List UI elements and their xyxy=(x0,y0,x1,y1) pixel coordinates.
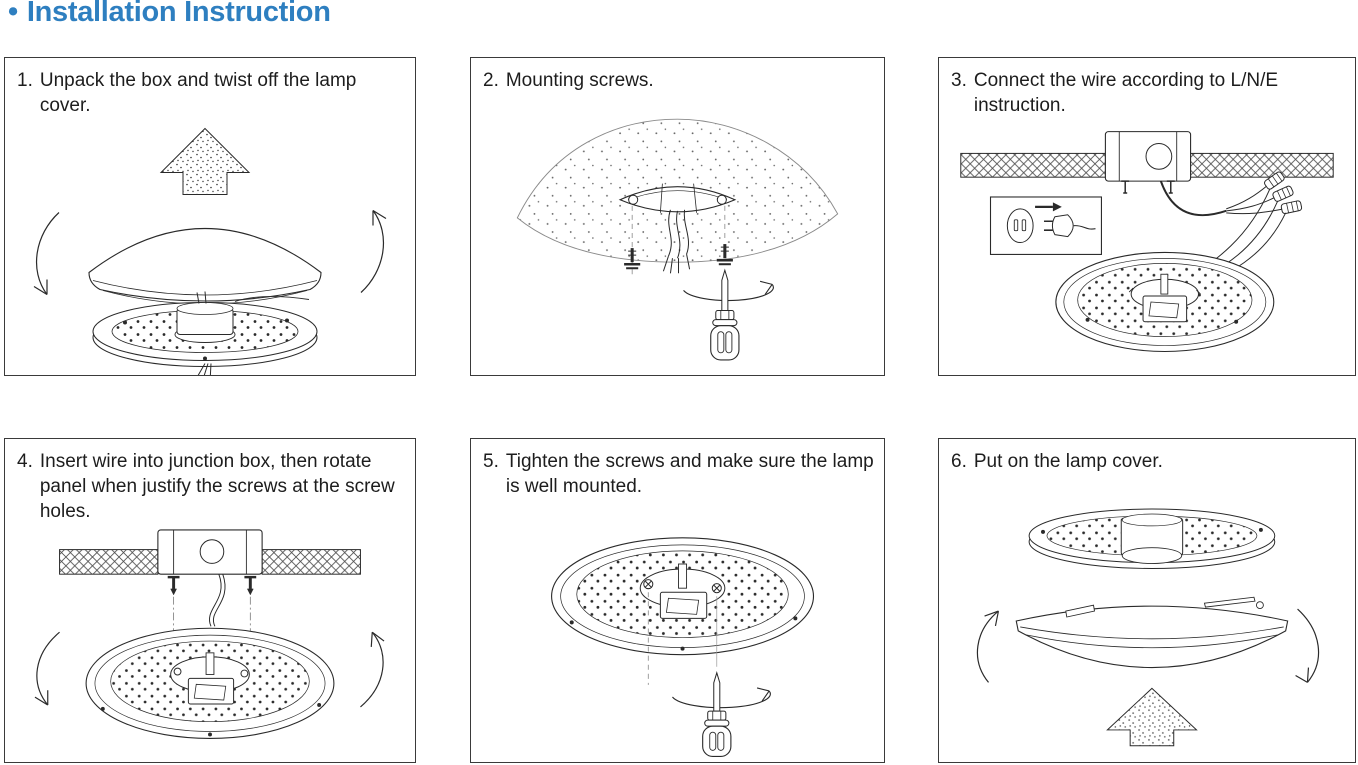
step-panel-3: 3. Connect the wire according to L/N/E i… xyxy=(938,57,1356,376)
mounting-bracket xyxy=(618,183,737,213)
step-caption: 6. Put on the lamp cover. xyxy=(939,439,1355,476)
arrow-right-icon xyxy=(1035,202,1062,212)
wires xyxy=(662,209,691,274)
plug-socket-inset xyxy=(989,196,1102,255)
plug-icon xyxy=(1043,214,1096,238)
lamp-base xyxy=(92,291,318,367)
illustration-step-4 xyxy=(5,526,415,762)
step-text: Connect the wire according to L/N/E inst… xyxy=(973,70,1279,116)
step-panel-5: 5. Tighten the screws and make sure the … xyxy=(470,438,885,763)
step-text: Unpack the box and twist off the lamp co… xyxy=(39,70,357,116)
rotate-arrow-right-icon xyxy=(360,631,385,708)
step-text: Mounting screws. xyxy=(505,70,654,91)
step-text: Insert wire into junction box, then rota… xyxy=(39,451,395,522)
step-panel-2: 2. Mounting screws. xyxy=(470,57,885,376)
illustration-step-6 xyxy=(939,476,1355,762)
power-cord xyxy=(1159,180,1284,217)
screw-icon xyxy=(624,244,733,270)
screw-icon xyxy=(167,575,257,596)
title-text: Installation Instruction xyxy=(26,0,331,28)
rotation-arrow-icon xyxy=(672,687,771,709)
step-caption: 3. Connect the wire according to L/N/E i… xyxy=(939,58,1355,120)
junction-box xyxy=(157,529,263,575)
wires xyxy=(197,363,212,375)
lamp-base xyxy=(1055,251,1275,353)
step-caption: 5. Tighten the screws and make sure the … xyxy=(471,439,884,501)
ceiling-crosshatch xyxy=(960,152,1334,178)
illustration-step-2 xyxy=(471,95,884,375)
step-caption: 2. Mounting screws. xyxy=(471,58,884,95)
rotate-arrow-right-icon xyxy=(1295,608,1320,683)
step-panel-1: 1. Unpack the box and twist off the lamp… xyxy=(4,57,416,376)
cover-clip xyxy=(1065,596,1264,618)
step-number: 6. xyxy=(951,451,967,472)
rotate-arrow-left-icon xyxy=(34,631,60,706)
step-text: Put on the lamp cover. xyxy=(973,451,1163,472)
up-arrow-icon xyxy=(159,127,251,195)
wire-connectors xyxy=(1264,171,1303,215)
junction-box xyxy=(1104,131,1192,194)
page-title: • Installation Instruction xyxy=(8,0,331,29)
step-caption: 1. Unpack the box and twist off the lamp… xyxy=(5,58,415,120)
lamp-base xyxy=(85,627,335,739)
step-number: 4. xyxy=(17,451,33,472)
step-number: 3. xyxy=(951,70,967,91)
step-number: 1. xyxy=(17,70,33,91)
lamp-cover xyxy=(88,228,322,305)
step-number: 2. xyxy=(483,70,499,91)
rotate-arrow-right-icon xyxy=(360,209,387,293)
rotation-arrow-icon xyxy=(683,280,774,302)
rotate-arrow-left-icon xyxy=(33,212,60,296)
step-panel-6: 6. Put on the lamp cover. xyxy=(938,438,1356,763)
power-cord xyxy=(209,574,226,627)
mounted-base xyxy=(1028,508,1276,569)
up-arrow-icon xyxy=(1106,687,1198,747)
screwdriver-icon xyxy=(702,671,732,757)
step-caption: 4. Insert wire into junction box, then r… xyxy=(5,439,415,526)
step-number: 5. xyxy=(483,451,499,472)
illustration-step-3 xyxy=(939,120,1355,375)
lamp-base xyxy=(551,537,815,656)
illustration-step-1 xyxy=(5,120,415,375)
screwdriver-icon xyxy=(710,268,740,361)
guide-lines xyxy=(647,592,718,685)
step-text: Tighten the screws and make sure the lam… xyxy=(505,451,874,497)
title-bullet: • xyxy=(8,0,18,28)
ceiling-crosshatch xyxy=(59,549,361,575)
rotate-arrow-left-icon xyxy=(976,610,1000,683)
lamp-cover xyxy=(1015,596,1289,669)
tightened-screw-icon xyxy=(643,579,722,594)
illustration-step-5 xyxy=(471,501,884,762)
step-panel-4: 4. Insert wire into junction box, then r… xyxy=(4,438,416,763)
